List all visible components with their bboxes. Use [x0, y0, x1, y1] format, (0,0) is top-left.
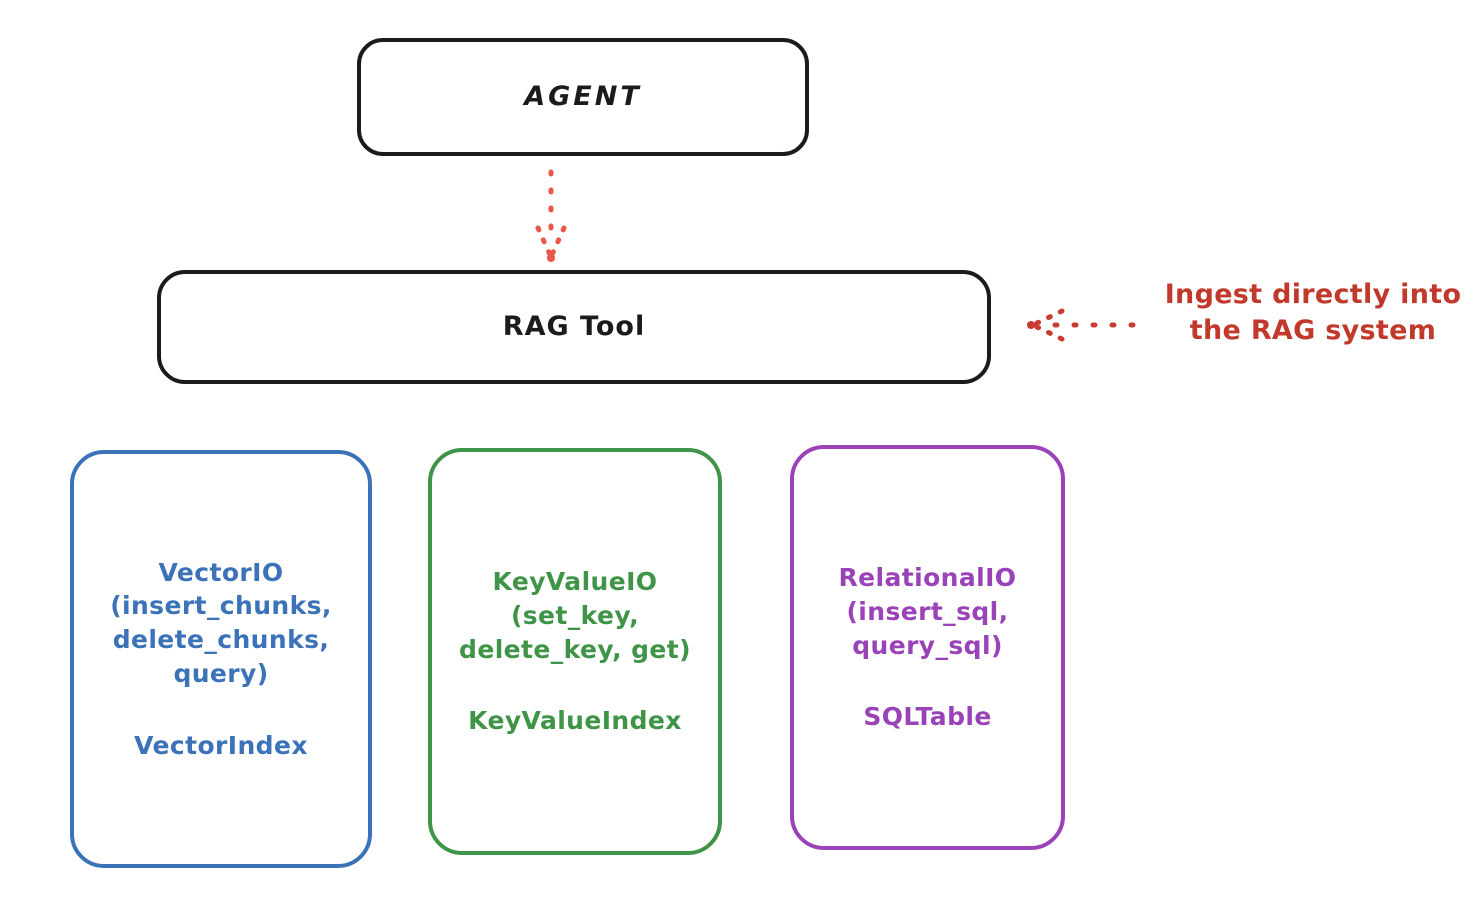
rag-tool-node[interactable]: RAG Tool: [157, 270, 991, 384]
rag-tool-label: RAG Tool: [502, 310, 646, 342]
relational-io-content: RelationalIO (insert_sql, query_sql) SQL…: [794, 561, 1061, 734]
connector-agent-to-rag-tool: [535, 169, 567, 262]
agent-label: AGENT: [524, 80, 642, 112]
key-value-index-label: KeyValueIndex: [468, 706, 682, 736]
relational-io-api-label: RelationalIO (insert_sql, query_sql): [838, 563, 1017, 660]
vector-index-label: VectorIndex: [134, 730, 308, 760]
vector-io-api-label: VectorIO (insert_chunks, delete_chunks, …: [110, 557, 332, 688]
sql-table-label: SQLTable: [863, 702, 992, 732]
ingest-annotation-text: Ingest directly into the RAG system: [1164, 279, 1462, 346]
agent-node[interactable]: AGENT: [357, 38, 809, 156]
vector-io-content: VectorIO (insert_chunks, delete_chunks, …: [74, 556, 368, 763]
key-value-io-content: KeyValueIO (set_key, delete_key, get) Ke…: [432, 565, 718, 738]
relational-io-node[interactable]: RelationalIO (insert_sql, query_sql) SQL…: [790, 445, 1065, 850]
vector-io-node[interactable]: VectorIO (insert_chunks, delete_chunks, …: [70, 450, 372, 868]
key-value-io-api-label: KeyValueIO (set_key, delete_key, get): [459, 567, 691, 664]
key-value-io-node[interactable]: KeyValueIO (set_key, delete_key, get) Ke…: [428, 448, 722, 855]
connector-ingest-to-rag-tool: [1027, 308, 1136, 342]
